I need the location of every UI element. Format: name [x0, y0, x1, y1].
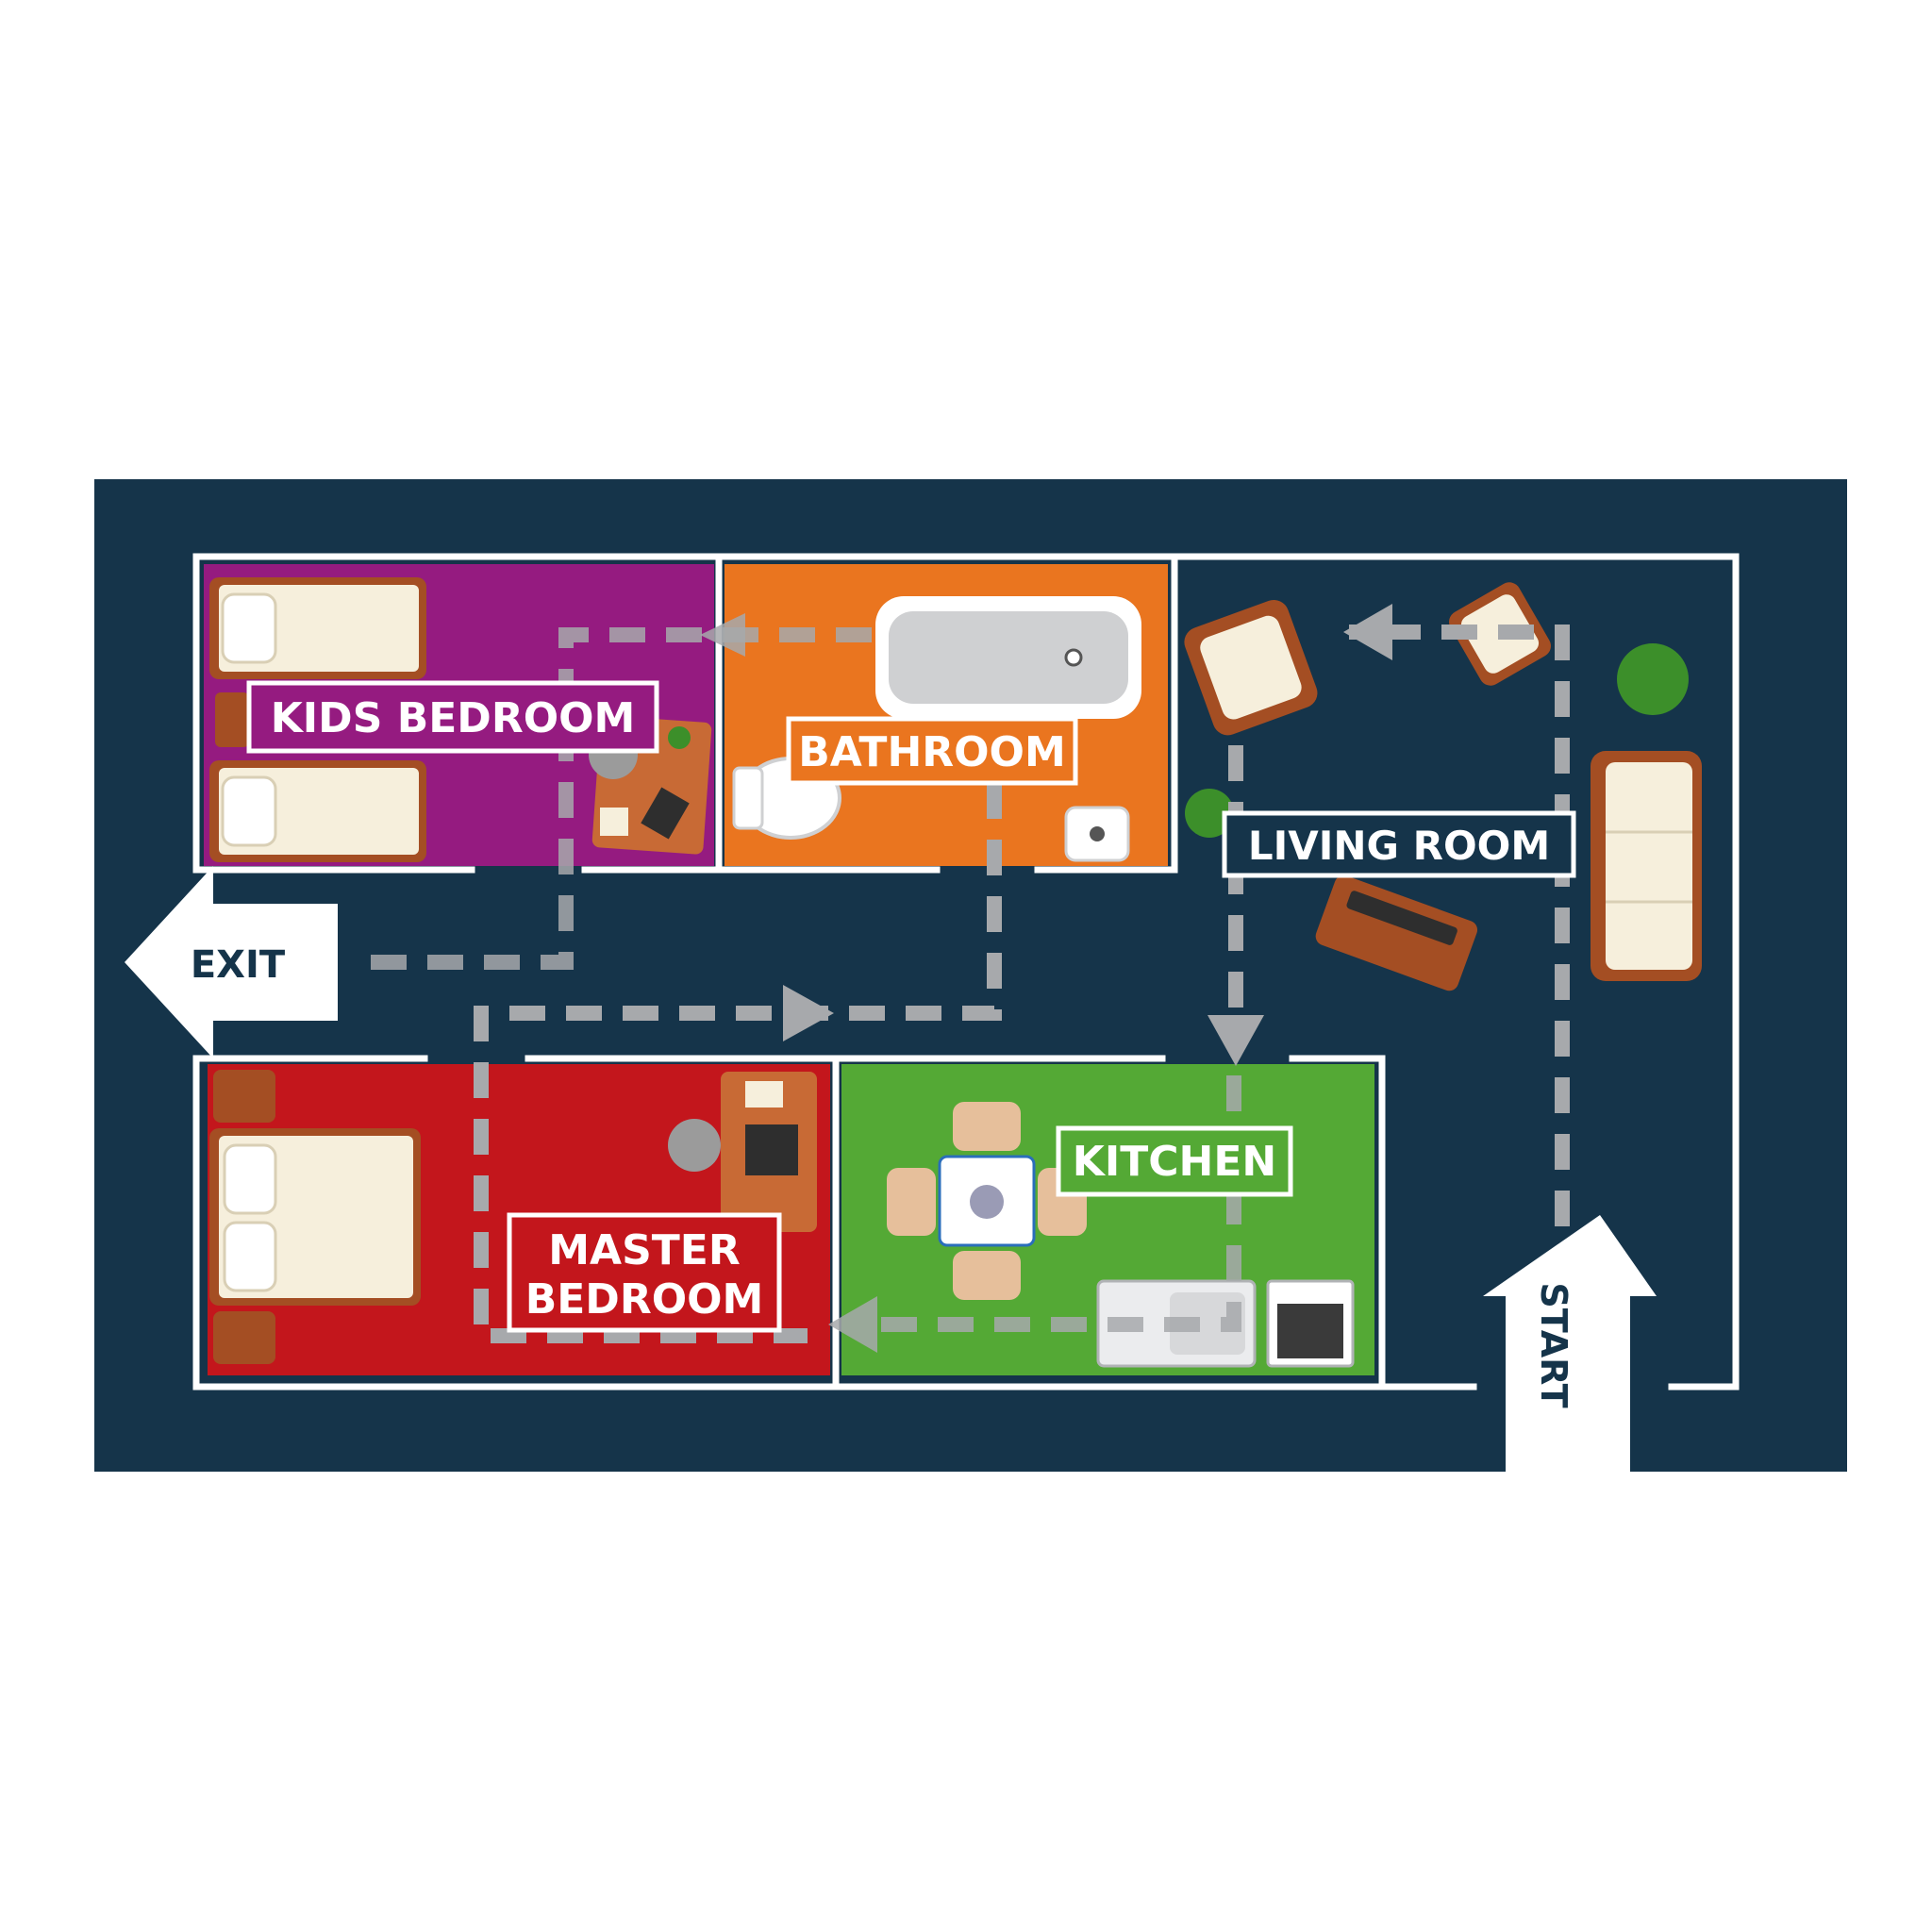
plant-icon — [668, 726, 691, 749]
laptop-icon — [641, 787, 690, 840]
route-start-to-living — [1349, 625, 1570, 1226]
label-master-bedroom-line1: MASTER — [548, 1226, 740, 1274]
route-arrows — [700, 604, 1392, 1353]
chair-icon — [953, 1251, 1021, 1300]
start-arrow-icon — [1483, 1215, 1657, 1472]
nightstand-icon — [213, 1311, 275, 1364]
bathroom-furniture — [732, 596, 1141, 862]
label-living-room: LIVING ROOM — [1222, 810, 1576, 878]
label-kids-bedroom-text: KIDS BEDROOM — [271, 694, 636, 742]
exit-sign: EXIT — [125, 866, 338, 1058]
start-sign-text: START — [1533, 1282, 1574, 1407]
nightstand-icon — [215, 692, 249, 747]
sofa-icon — [1591, 751, 1702, 981]
arrow-left-icon — [1343, 604, 1392, 660]
arrow-down-icon — [1208, 1015, 1264, 1066]
master-bedroom-furniture — [209, 1070, 817, 1364]
label-master-bedroom: MASTER BEDROOM — [507, 1212, 782, 1333]
route-bathroom-to-exit — [357, 627, 872, 970]
arrow-right-icon — [783, 985, 834, 1041]
chair-icon — [953, 1102, 1021, 1151]
arrow-left-icon — [700, 613, 745, 657]
chair-icon — [887, 1168, 936, 1236]
walls — [192, 553, 1740, 1391]
computer-icon — [745, 1124, 798, 1175]
tv-stand-icon — [1315, 874, 1478, 991]
plant-icon — [1185, 789, 1234, 838]
route-bathroom-to-hall — [474, 783, 1002, 1343]
label-kitchen: KITCHEN — [1056, 1125, 1293, 1197]
label-bathroom: BATHROOM — [786, 716, 1078, 786]
start-sign: START — [1483, 1215, 1657, 1472]
nightstand-icon — [213, 1070, 275, 1123]
label-living-room-text: LIVING ROOM — [1248, 823, 1550, 869]
exit-sign-text: EXIT — [191, 943, 286, 987]
label-kids-bedroom: KIDS BEDROOM — [246, 680, 659, 754]
label-bathroom-text: BATHROOM — [798, 728, 1066, 776]
armchair-icon — [1184, 599, 1318, 736]
living-room-furniture — [1184, 582, 1702, 991]
arrow-left-icon — [828, 1296, 877, 1353]
chair-icon — [668, 1119, 721, 1172]
plant-icon — [1617, 643, 1689, 715]
label-master-bedroom-line2: BEDROOM — [525, 1275, 764, 1324]
exit-arrow-icon — [125, 866, 338, 1058]
label-kitchen-text: KITCHEN — [1073, 1138, 1276, 1186]
